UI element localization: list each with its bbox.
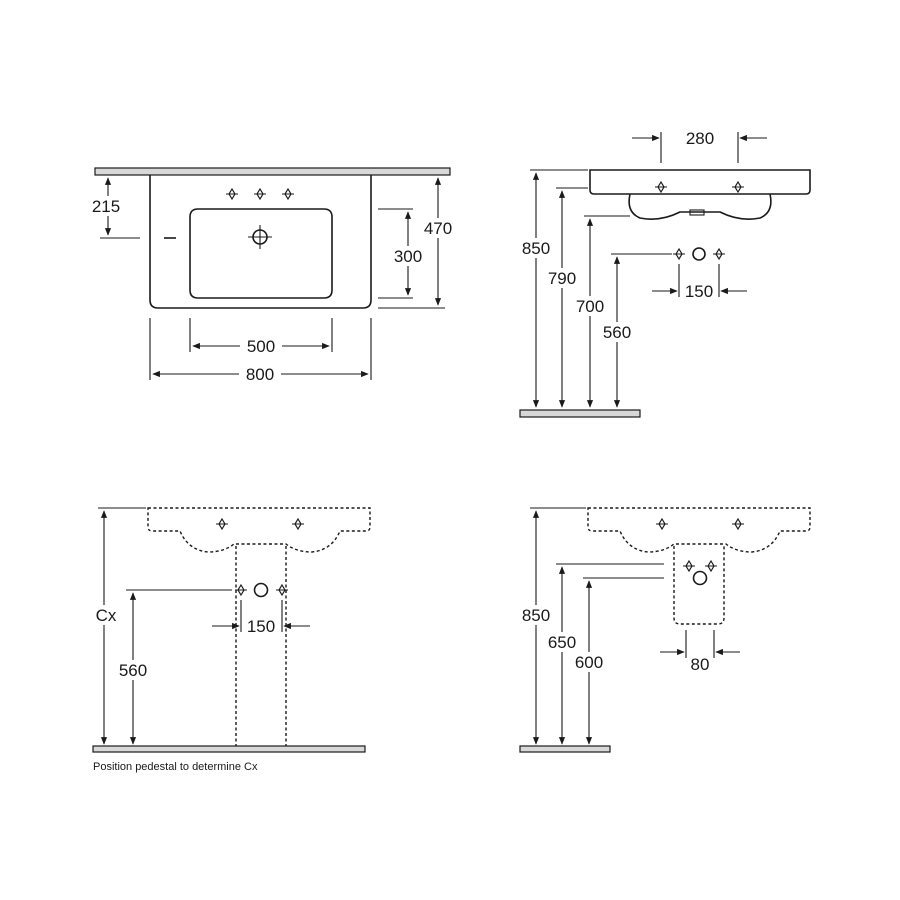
tap-hole-icon <box>291 518 305 530</box>
wall-strip <box>94 167 451 176</box>
dim-560-label: 560 <box>119 661 147 680</box>
supply-connection-icon <box>704 560 718 572</box>
tap-hole-icon <box>654 181 668 193</box>
supply-connection-icon <box>712 248 726 260</box>
basin-profile <box>589 169 811 195</box>
dim-790-label: 790 <box>548 269 576 288</box>
supply-connection-icon <box>672 248 686 260</box>
waste-connection-icon <box>692 570 708 586</box>
floor-strip <box>519 745 611 753</box>
waste-connection-icon <box>692 247 706 261</box>
dim-700-label: 700 <box>576 297 604 316</box>
basin-hidden-outline <box>147 507 371 553</box>
top-view: 215 470 300 500 800 <box>86 167 459 384</box>
semi-pedestal-view: 850 650 600 80 <box>517 507 811 753</box>
tap-hole-icon <box>731 181 745 193</box>
basin-bowl <box>189 208 333 299</box>
supply-connection-icon <box>682 560 696 572</box>
dim-470-label: 470 <box>424 219 452 238</box>
dim-850-label: 850 <box>522 239 550 258</box>
tap-hole-icon <box>281 188 295 200</box>
tap-hole-icon <box>731 518 745 530</box>
tap-hole-icon <box>253 188 267 200</box>
pedestal-outline <box>235 546 287 748</box>
pedestal-view: Cx 560 150 Position pedestal to determin… <box>88 507 371 773</box>
supply-connection-icon <box>234 584 248 596</box>
floor-strip <box>92 745 366 753</box>
dim-cx-label: Cx <box>96 606 117 625</box>
dim-500-label: 500 <box>247 337 275 356</box>
dim-560-label: 560 <box>603 323 631 342</box>
tap-hole-icon <box>215 518 229 530</box>
tap-hole-icon <box>225 188 239 200</box>
basin-underside <box>628 193 772 220</box>
dim-150-label: 150 <box>247 617 275 636</box>
basin-hidden-outline <box>587 507 811 553</box>
dim-650-label: 650 <box>548 633 576 652</box>
dim-215-label: 215 <box>92 197 120 216</box>
pedestal-note: Position pedestal to determine Cx <box>93 761 258 773</box>
dim-800-label: 800 <box>246 365 274 384</box>
dim-80-label: 80 <box>691 655 710 674</box>
front-view: 280 850 790 700 560 <box>517 129 811 418</box>
floor-strip <box>519 409 641 418</box>
semi-pedestal-outline <box>673 546 725 625</box>
waste-connection-icon <box>253 582 269 598</box>
basin-outline <box>149 175 372 309</box>
dim-600-label: 600 <box>575 653 603 672</box>
tap-hole-icon <box>655 518 669 530</box>
dim-850-label: 850 <box>522 606 550 625</box>
dim-300-label: 300 <box>394 247 422 266</box>
dim-280-label: 280 <box>686 129 714 148</box>
dim-150-label: 150 <box>685 282 713 301</box>
